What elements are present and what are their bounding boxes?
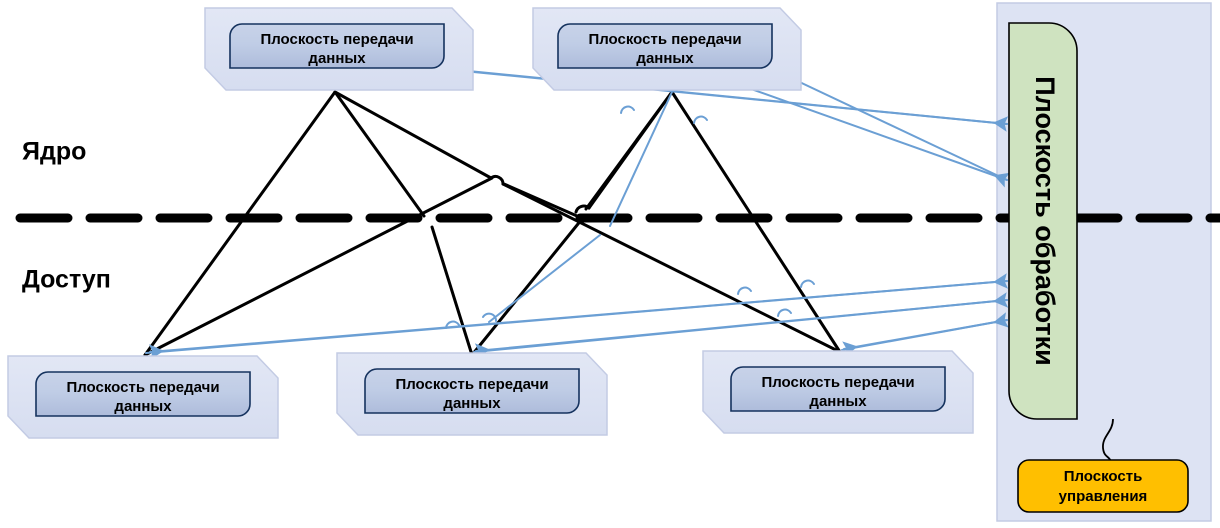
black-link-group [143, 90, 842, 357]
data-plane-core-1[interactable]: Плоскость передачи данных [204, 7, 474, 91]
blue-hop-7 [800, 279, 815, 288]
access-dp-1-box[interactable] [35, 371, 251, 417]
processing-plane-box[interactable] [1008, 22, 1078, 420]
data-plane-core-2[interactable]: Плоскость передачи данных [532, 7, 802, 91]
core-dp-2-box[interactable] [557, 23, 773, 69]
black-link-a3 [333, 90, 842, 354]
blue-hop-4 [737, 286, 752, 295]
data-plane-access-1[interactable]: Плоскость передачи данных [7, 355, 279, 439]
control-connector-line [1102, 418, 1114, 463]
processing-to-control-connector [1102, 418, 1114, 463]
black-link-a2 [333, 90, 474, 357]
blue-hop-2 [693, 115, 708, 124]
access-dp-3-box[interactable] [730, 366, 946, 412]
control-plane-label-line2: управления [1059, 488, 1148, 505]
blue-hop-3 [482, 312, 497, 322]
control-plane[interactable]: Плоскость управления [1017, 459, 1189, 513]
blue-hop-1 [620, 105, 635, 114]
tier-label-group: Ядро Доступ [22, 138, 111, 294]
black-link-b3 [670, 90, 842, 354]
control-plane-box[interactable] [1017, 459, 1189, 513]
blue-hop-5 [777, 308, 792, 317]
blue-hop-6 [445, 320, 460, 329]
black-link-a1 [143, 90, 337, 357]
tier-label-core: Ядро [22, 138, 86, 166]
data-plane-access-3[interactable]: Плоскость передачи данных [702, 350, 974, 434]
tier-label-access: Доступ [22, 266, 111, 294]
data-plane-access-2[interactable]: Плоскость передачи данных [336, 352, 608, 436]
black-hop-1 [489, 175, 505, 186]
blue-arrow-to-access-dp-1 [148, 280, 1008, 360]
blue-arrow-to-access-dp-3 [842, 319, 1008, 357]
access-dp-2-box[interactable] [364, 368, 580, 414]
core-dp-1-box[interactable] [229, 23, 445, 69]
processing-plane-label: Плоскость обработки [1030, 76, 1060, 366]
blue-link-group [145, 57, 1010, 360]
processing-plane[interactable]: Плоскость обработки [1008, 22, 1078, 420]
control-plane-label-line1: Плоскость [1064, 468, 1143, 485]
blue-riser-to-core-b [488, 91, 673, 323]
blue-arrow-to-core-dp-2 [768, 61, 1008, 181]
black-hop-2 [574, 204, 591, 214]
blue-arrow-to-core-dp-1 [441, 61, 1008, 125]
black-link-b1 [143, 90, 674, 357]
blue-arrow-to-access-dp-2 [474, 299, 1008, 359]
